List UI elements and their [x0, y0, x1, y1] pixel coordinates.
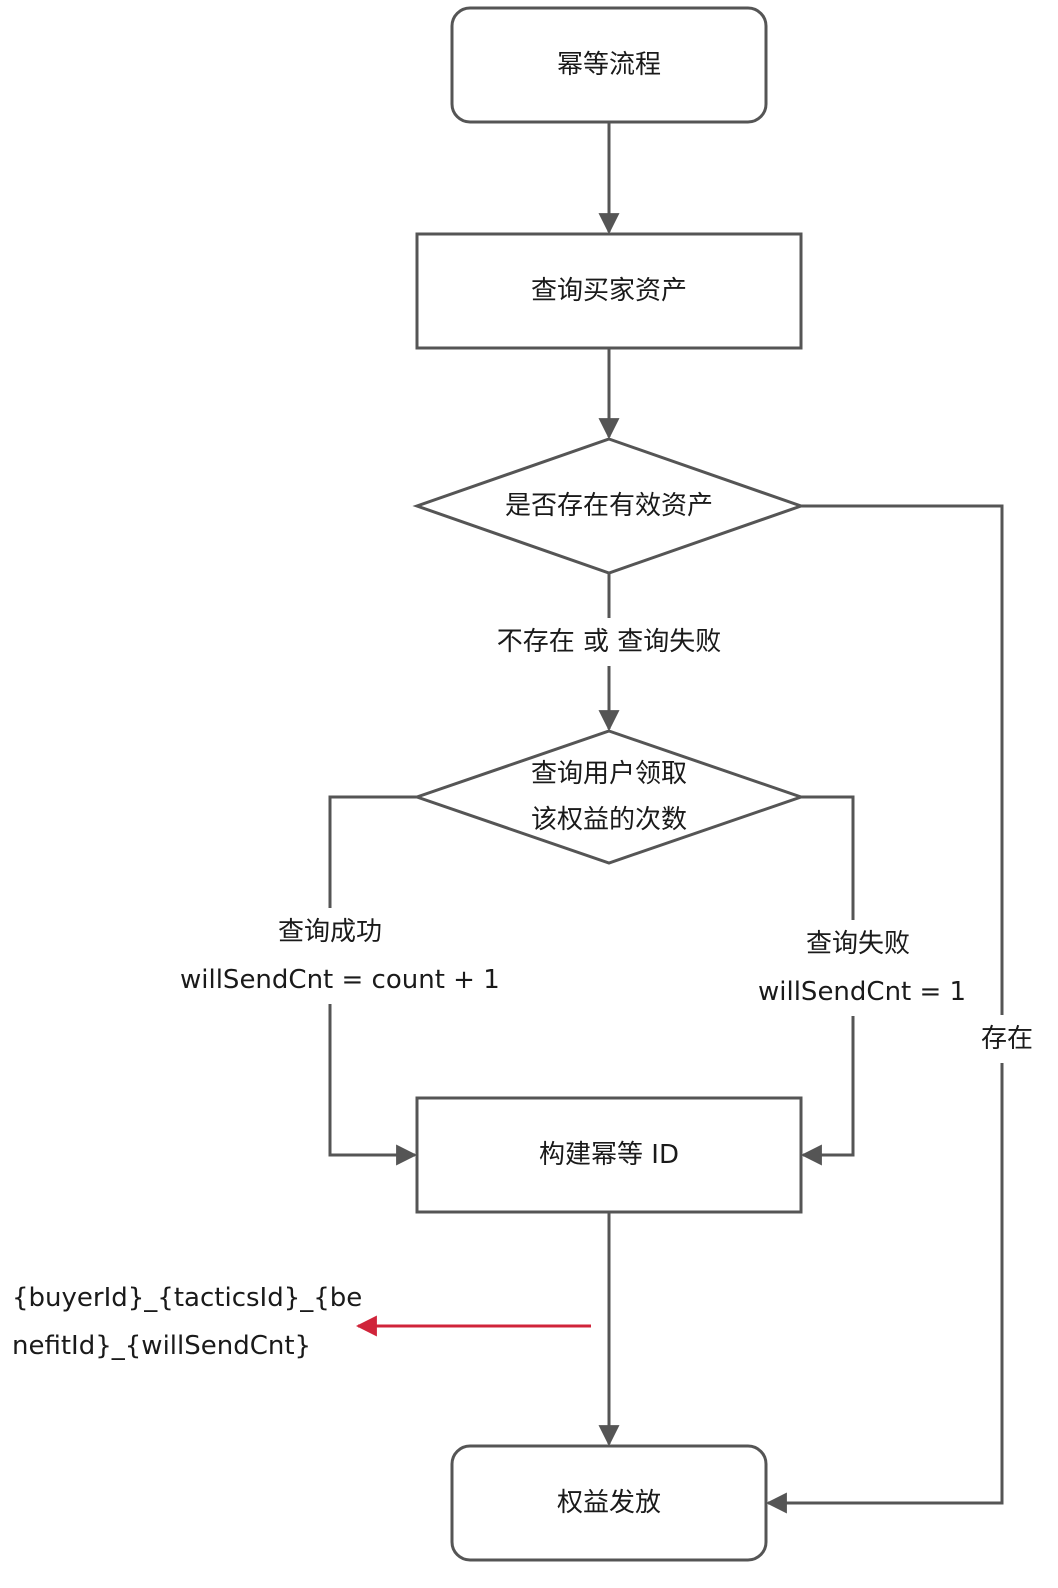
has-valid-assets-label: 是否存在有效资产: [504, 490, 713, 521]
edge-label-query-success: 查询成功 willSendCnt = count + 1: [180, 908, 500, 1004]
edge-label-not-exist-text: 不存在 或 查询失败: [496, 627, 722, 657]
id-format-note-line2: nefitId}_{willSendCnt}: [12, 1331, 312, 1361]
query-count-decision: 查询用户领取 该权益的次数: [417, 731, 801, 863]
query-assets-node-shape: [415, 232, 803, 350]
id-format-note-line1: {buyerId}_{tacticsId}_{be: [12, 1283, 363, 1313]
edge-label-exists-text: 存在: [980, 1024, 1033, 1054]
edge-label-success-line1: 查询成功: [277, 917, 382, 947]
edge-label-exists: 存在: [974, 1015, 1040, 1063]
grant-node: 权益发放: [452, 1446, 766, 1560]
start-node: 幂等流程: [452, 8, 766, 122]
start-node-label: 幂等流程: [556, 49, 661, 80]
build-id-node: 构建幂等 ID: [417, 1098, 801, 1212]
id-format-note: {buyerId}_{tacticsId}_{be nefitId}_{will…: [12, 1274, 362, 1370]
query-count-label-line2: 该权益的次数: [530, 805, 687, 835]
edge-label-fail-line1: 查询失败: [805, 929, 910, 959]
query-count-label-line1: 查询用户领取: [530, 759, 687, 789]
build-id-node-shape: [415, 1096, 803, 1214]
edge-label-not-exist-or-fail: 不存在 或 查询失败: [489, 618, 729, 666]
edge-label-success-line2: willSendCnt = count + 1: [180, 965, 500, 995]
query-count-decision-shape: [412, 729, 806, 865]
has-valid-assets-decision: 是否存在有效资产: [417, 439, 801, 573]
build-id-node-label: 构建幂等 ID: [539, 1139, 679, 1170]
edge-label-fail-line2: willSendCnt = 1: [758, 977, 967, 1007]
edge-exists: [765, 504, 1004, 1514]
edge-label-query-fail: 查询失败 willSendCnt = 1: [758, 920, 967, 1016]
grant-node-label: 权益发放: [556, 1487, 661, 1518]
query-assets-node: 查询买家资产: [417, 234, 801, 348]
query-assets-node-label: 查询买家资产: [530, 275, 687, 306]
